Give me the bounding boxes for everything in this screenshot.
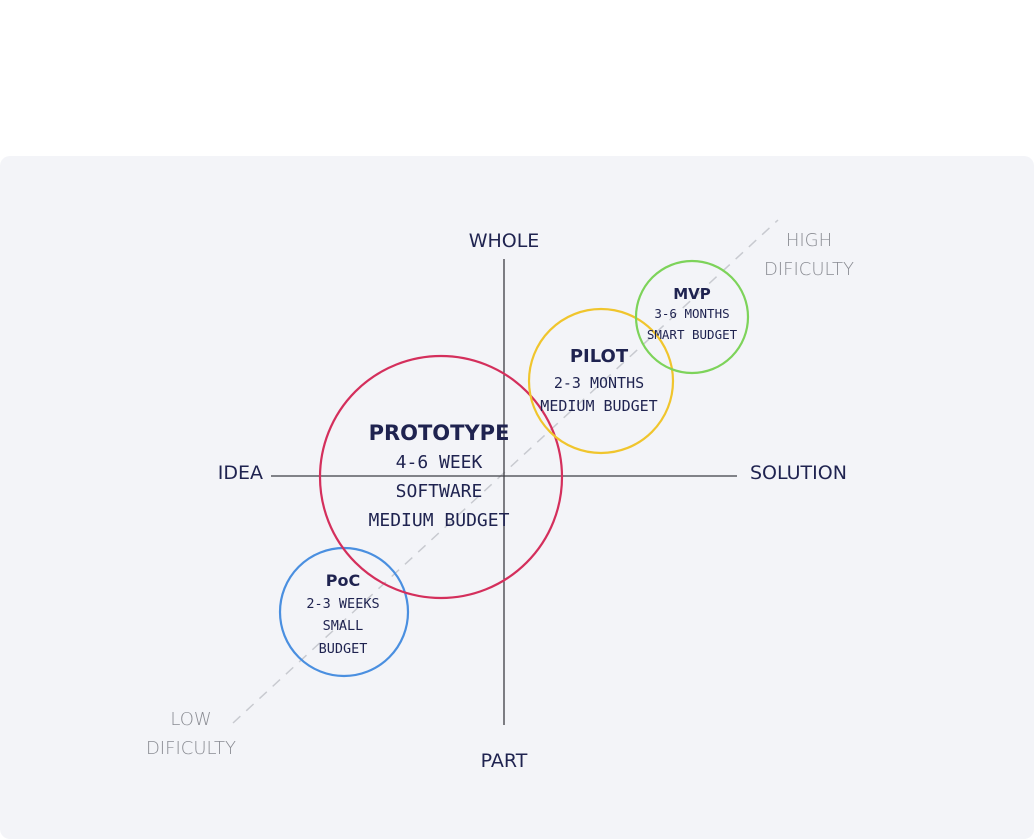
stage-prototype: PROTOTYPE 4-6 WEEK SOFTWARE MEDIUM BUDGE… [318,354,564,600]
stage-circle [634,259,750,375]
high-difficulty-label-line2: DIFICULTY [764,259,854,280]
stage-line: 4-6 WEEK [396,452,483,473]
stage-mvp: MVP 3-6 MONTHS SMART BUDGET [634,259,750,375]
high-difficulty-label-line1: HIGH [786,230,832,251]
stage-title: PoC [326,571,360,590]
low-difficulty-label-line2: DIFICULTY [146,738,236,759]
diagram-panel [0,156,1034,839]
stage-title: PILOT [570,346,629,367]
axis-label-right: SOLUTION [750,462,847,484]
stage-line: 3-6 MONTHS [654,306,729,321]
stage-circle [527,307,675,455]
stage-line: MEDIUM BUDGET [540,397,657,415]
stage-line: SOFTWARE [396,481,483,502]
stage-title: PROTOTYPE [369,421,510,445]
stage-line: 2-3 MONTHS [554,374,644,392]
stage-line: SMART BUDGET [647,327,738,342]
stage-circle [318,354,564,600]
stage-line: BUDGET [319,641,368,657]
stage-title: MVP [673,285,711,303]
stage-line: 2-3 WEEKS [306,596,379,612]
stage-pilot: PILOT 2-3 MONTHS MEDIUM BUDGET [527,307,675,455]
stage-poc: PoC 2-3 WEEKS SMALL BUDGET [278,546,410,678]
stage-line: SMALL [323,618,364,634]
low-difficulty-label-line1: LOW [170,709,211,730]
stage-line: MEDIUM BUDGET [369,510,510,531]
axis-label-left: IDEA [218,462,263,484]
difficulty-diagonal [232,219,779,724]
axis-label-bottom: PART [481,750,528,772]
axis-label-top: WHOLE [469,230,540,252]
